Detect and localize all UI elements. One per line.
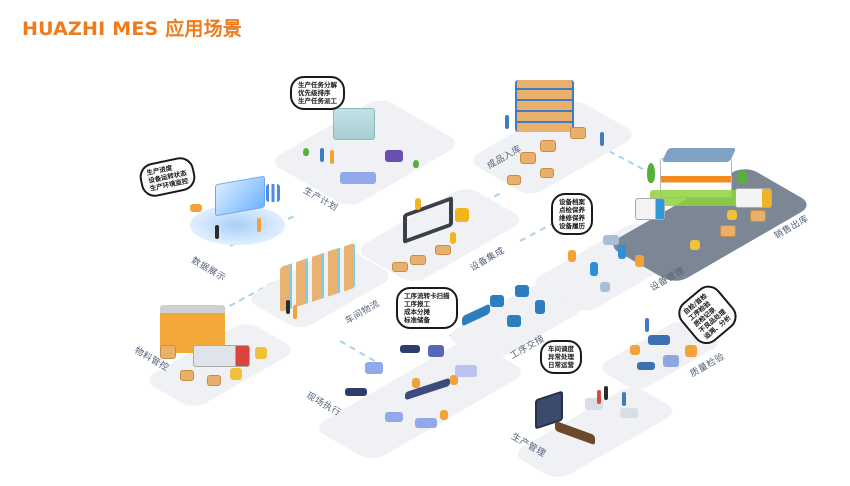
truck-icon [635,198,665,220]
cargo-box [540,168,554,178]
robot-arm-icon [618,245,626,259]
lounge-sofa [385,150,403,162]
workstation-icon [428,345,444,357]
workstation-icon [455,365,477,377]
inspection-bench [637,362,655,370]
building-roof [661,148,737,162]
bubble-data-display: 生产进度 设备运转状态 生产环境监控 [137,154,198,200]
robot-arm-icon [412,378,420,388]
workstation-icon [345,388,367,396]
robot-cell [455,208,469,222]
machine-tool-icon [515,285,529,297]
machine-tool-icon [507,315,521,327]
parts-bin-icon [630,345,640,355]
cargo-box [570,127,586,139]
cargo-box [520,152,536,164]
cargo-box [435,245,451,255]
robot-arm-icon [415,198,421,210]
parts-bin-icon [685,345,697,357]
plant-icon [413,160,419,168]
worker-figure [215,225,219,239]
cargo-box [180,370,194,381]
cargo-box [207,375,221,386]
forklift-icon [255,347,267,359]
forklift-icon [690,240,700,250]
office-desk [340,172,376,184]
machine-tool-icon [535,300,545,314]
cargo-box [160,345,176,359]
cargo-box [750,210,766,222]
workstation-icon [385,412,403,422]
worker-figure [320,148,324,162]
glass-meeting-room [333,108,375,140]
truck-icon [193,345,250,367]
workstation-icon [400,345,420,353]
scene-label-onsite-execution: 现场执行 [304,390,343,419]
robot-arm-icon [568,250,576,262]
warehouse-rack [515,80,574,132]
cargo-box [507,175,521,185]
scene-label-data-display: 数据展示 [189,255,228,284]
truck-icon [735,188,772,208]
bar-chart-icon [266,184,280,202]
worker-figure [600,132,604,146]
page-title: HUAZHI MES 应用场景 [22,18,242,40]
workstation-icon [365,362,383,374]
tree-icon [647,163,655,183]
forklift-icon [727,210,737,220]
inspection-desk [663,355,679,367]
tree-icon [737,170,747,184]
worker-figure [293,305,297,319]
tile-onsite-execution [311,337,529,463]
robot-arm-icon [590,262,598,276]
robot-arm-icon [450,232,456,244]
machine-tool-icon [490,295,504,307]
robot-arm-icon [440,410,448,420]
robot-arm-icon [635,255,644,267]
robot-arm-icon [450,375,458,385]
connector-line [519,221,556,242]
office-desk [620,408,638,418]
bubble-equipment-management: 设备档案 点检保养 维修保养 设备履历 [551,193,593,235]
connector-line [339,340,376,362]
worker-figure [257,218,261,232]
workstation-icon [415,418,437,428]
cargo-box [410,255,426,265]
cnc-machine-icon [600,282,610,292]
worker-figure [604,386,608,400]
worker-figure [622,392,626,406]
forklift-icon [230,368,242,380]
bubble-production-plan: 生产任务分解 优先级排序 生产任务派工 [290,76,345,110]
bubble-production-management: 车间调度 异常处理 日常运营 [540,340,582,374]
cargo-box [392,262,408,272]
chat-icon [190,204,202,212]
worker-figure [645,318,649,332]
cargo-box [540,140,556,152]
worker-figure [286,300,290,314]
worker-figure [330,150,334,164]
cnc-machine-icon [603,235,619,245]
worker-figure [505,115,509,129]
bubble-onsite-execution: 工序流转卡扫描 工序报工 成本分摊 标准储备 [396,287,458,329]
lawn [650,190,745,206]
worker-figure [597,390,601,404]
plant-icon [303,148,309,156]
cargo-box [720,225,736,237]
inspection-bench [648,335,670,345]
